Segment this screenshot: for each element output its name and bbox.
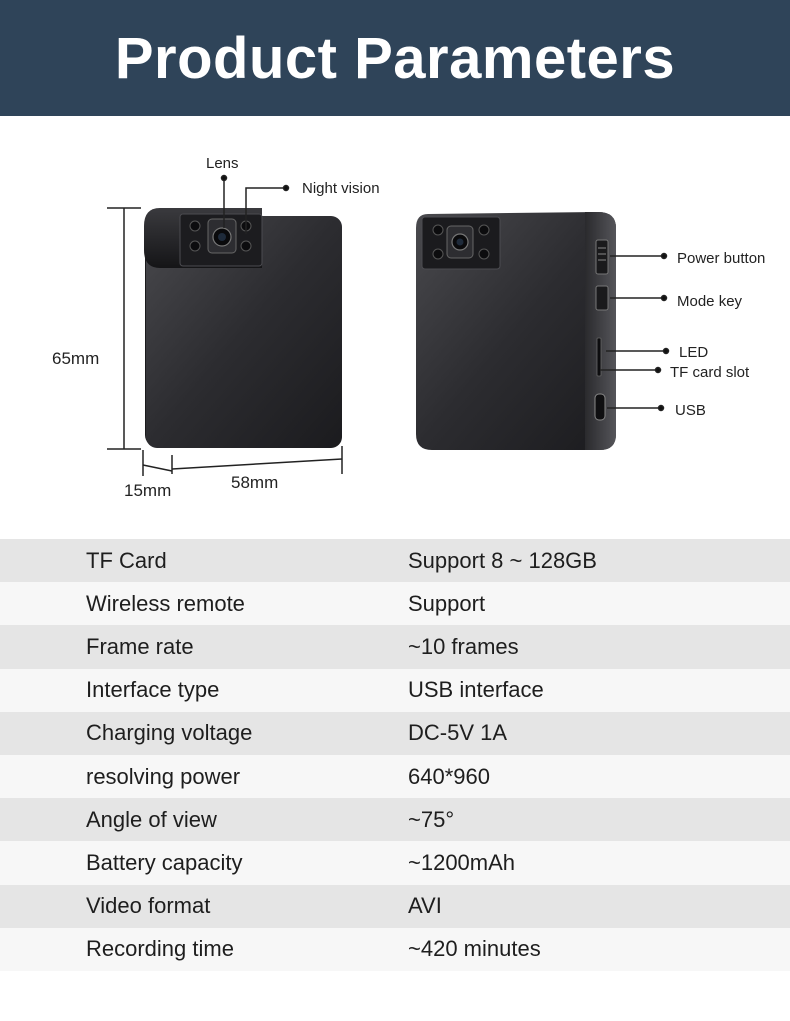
table-row: TF Card Support 8 ~ 128GB <box>0 539 790 583</box>
depth-dimension-label: 15mm <box>124 481 172 500</box>
table-row: Recording time ~420 minutes <box>0 927 790 971</box>
table-row: Interface type USB interface <box>0 668 790 712</box>
mode-key-label: Mode key <box>677 293 743 310</box>
spec-table: TF Card Support 8 ~ 128GB Wireless remot… <box>0 539 790 971</box>
height-dimension-label: 65mm <box>52 349 100 368</box>
spec-name: Charging voltage <box>86 720 253 746</box>
spec-name: Interface type <box>86 677 220 703</box>
camera-illustration <box>107 174 670 476</box>
spec-name: Angle of view <box>86 806 217 832</box>
page-title: Product Parameters <box>114 25 676 91</box>
spec-value: Support <box>408 590 486 616</box>
spec-value: AVI <box>408 893 442 919</box>
table-row: Battery capacity ~1200mAh <box>0 841 790 885</box>
lens-label: Lens <box>206 155 239 172</box>
dimension-lines <box>107 207 343 476</box>
side-camera <box>416 212 616 450</box>
spec-value: ~10 frames <box>408 633 519 659</box>
table-row: Wireless remote Support <box>0 582 790 626</box>
power-button-label: Power button <box>677 250 766 267</box>
spec-value: ~1200mAh <box>408 849 516 875</box>
spec-name: Recording time <box>86 936 234 962</box>
product-diagram: Lens Night vision Power button Mode key … <box>0 116 790 536</box>
led-label: LED <box>679 344 709 361</box>
table-row: resolving power 640*960 <box>0 754 790 799</box>
spec-name: Battery capacity <box>86 849 243 875</box>
side-callout-lines <box>600 252 670 412</box>
header-banner: Product Parameters <box>0 0 790 116</box>
table-row: Charging voltage DC-5V 1A <box>0 711 790 755</box>
table-row: Video format AVI <box>0 884 790 928</box>
tf-card-slot-label: TF card slot <box>670 364 750 381</box>
night-vision-label: Night vision <box>302 180 380 197</box>
spec-name: Wireless remote <box>86 590 245 616</box>
spec-name: Video format <box>86 893 211 919</box>
front-camera <box>144 208 342 448</box>
usb-label: USB <box>675 402 706 419</box>
spec-value: DC-5V 1A <box>408 720 508 746</box>
spec-name: Frame rate <box>86 633 194 659</box>
spec-value: ~420 minutes <box>408 936 541 962</box>
spec-value: USB interface <box>408 677 544 703</box>
table-row: Frame rate ~10 frames <box>0 625 790 669</box>
spec-value: ~75° <box>408 806 455 832</box>
spec-name: resolving power <box>86 763 241 789</box>
spec-value: Support 8 ~ 128GB <box>408 547 597 573</box>
spec-value: 640*960 <box>408 763 490 789</box>
spec-name: TF Card <box>86 547 167 573</box>
front-callout-lines <box>220 174 290 234</box>
table-row: Angle of view ~75° <box>0 798 790 842</box>
width-dimension-label: 58mm <box>231 473 279 492</box>
